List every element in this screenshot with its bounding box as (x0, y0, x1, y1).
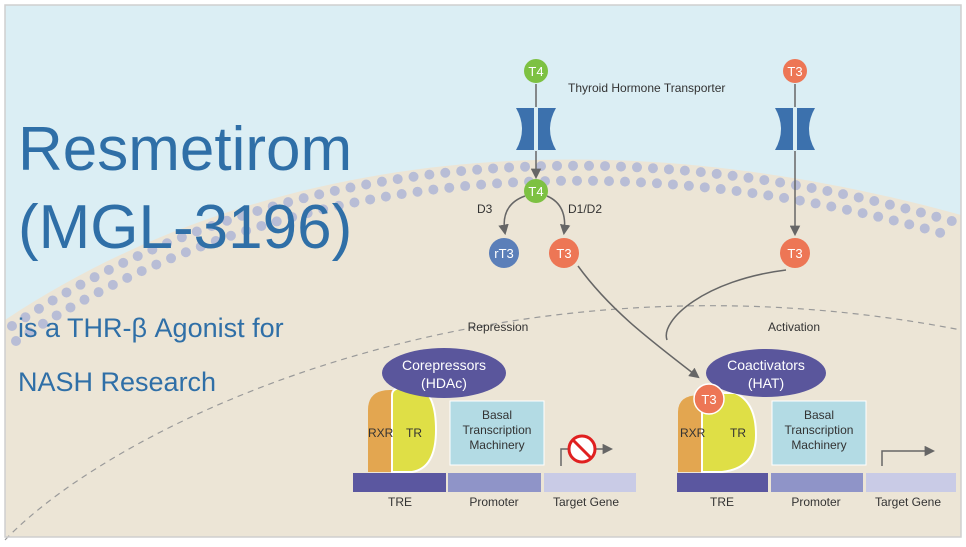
d3-arrow (498, 195, 526, 236)
activation-rxr-label: RXR (680, 426, 706, 440)
transcription-arrow-icon (881, 445, 936, 466)
activation-complex: RXR TR Coactivators (HAT) T3 Basal Trans… (677, 349, 956, 509)
activation-basal-line2: Transcription (785, 423, 854, 437)
repression-label: Repression (468, 320, 529, 334)
corepressors-line1: Corepressors (402, 357, 486, 373)
activation-tr-label: TR (730, 426, 746, 440)
t3-to-nucleus-arrow (577, 265, 700, 379)
rt3-label: rT3 (494, 246, 514, 261)
activation-basal-box (771, 400, 867, 466)
repression-rxr-label: RXR (368, 426, 394, 440)
transporter-right (775, 108, 815, 150)
t3-top-label: T3 (787, 64, 802, 79)
nucleus-boundary (4, 305, 962, 541)
activation-basal-line3: Machinery (791, 438, 846, 452)
frame-border (4, 4, 962, 538)
corepressors-line2: (HDAc) (421, 375, 467, 391)
repression-tr-shape (391, 387, 438, 473)
d1d2-arrow (546, 195, 571, 236)
headline-title-line2: (MGL-3196) (18, 193, 352, 262)
repression-basal-line3: Machinery (469, 438, 524, 452)
corepressors-ellipse (382, 348, 506, 398)
activation-target-segment (866, 473, 956, 492)
t3-left-label: T3 (556, 246, 571, 261)
coactivators-ellipse (706, 349, 826, 397)
coactivators-line2: (HAT) (748, 375, 784, 391)
repression-promoter-label: Promoter (469, 495, 518, 509)
bound-t3-circle (693, 383, 725, 415)
activation-promoter-label: Promoter (791, 495, 840, 509)
bound-t3-label: T3 (701, 392, 716, 407)
repression-target-label: Target Gene (553, 495, 619, 509)
headline-subtitle-line2: NASH Research (18, 367, 216, 397)
t3-right-to-nucleus-line (665, 269, 787, 341)
d1d2-label: D1/D2 (568, 202, 602, 216)
repression-basal-line2: Transcription (463, 423, 532, 437)
t4-top-label: T4 (528, 64, 543, 79)
repression-tr-label: TR (406, 426, 422, 440)
repression-promoter-segment (448, 473, 541, 492)
activation-tre-label: TRE (710, 495, 734, 509)
repression-complex: RXR TR Corepressors (HDAc) Basal Transcr… (353, 348, 636, 509)
headline-title-line1: Resmetirom (18, 115, 352, 184)
no-entry-icon (567, 434, 597, 464)
t3-right-circle (780, 238, 810, 268)
repression-basal-box (449, 400, 545, 466)
membrane-dots-outer (7, 160, 960, 331)
headline-subtitle-line1: is a THR-β Agonist for (18, 313, 284, 343)
t3-left-circle (549, 238, 579, 268)
repression-basal-line1: Basal (482, 408, 512, 422)
activation-target-label: Target Gene (875, 495, 941, 509)
t4-top-circle (524, 59, 548, 83)
t4-mid-circle (524, 179, 548, 203)
repression-tre-label: TRE (388, 495, 412, 509)
t3-top-circle (783, 59, 807, 83)
membrane-dots-inner (11, 175, 960, 346)
t4-mid-label: T4 (528, 184, 543, 199)
rt3-circle (489, 238, 519, 268)
activation-basal-line1: Basal (804, 408, 834, 422)
d3-label: D3 (477, 202, 493, 216)
activation-tre-segment (677, 473, 768, 492)
transporter-left (516, 108, 556, 150)
repression-tre-segment (353, 473, 446, 492)
transporter-label: Thyroid Hormone Transporter (568, 81, 725, 95)
t3-right-label: T3 (787, 246, 802, 261)
coactivators-line1: Coactivators (727, 357, 805, 373)
repression-target-segment (544, 473, 636, 492)
activation-label: Activation (768, 320, 820, 334)
activation-promoter-segment (771, 473, 863, 492)
